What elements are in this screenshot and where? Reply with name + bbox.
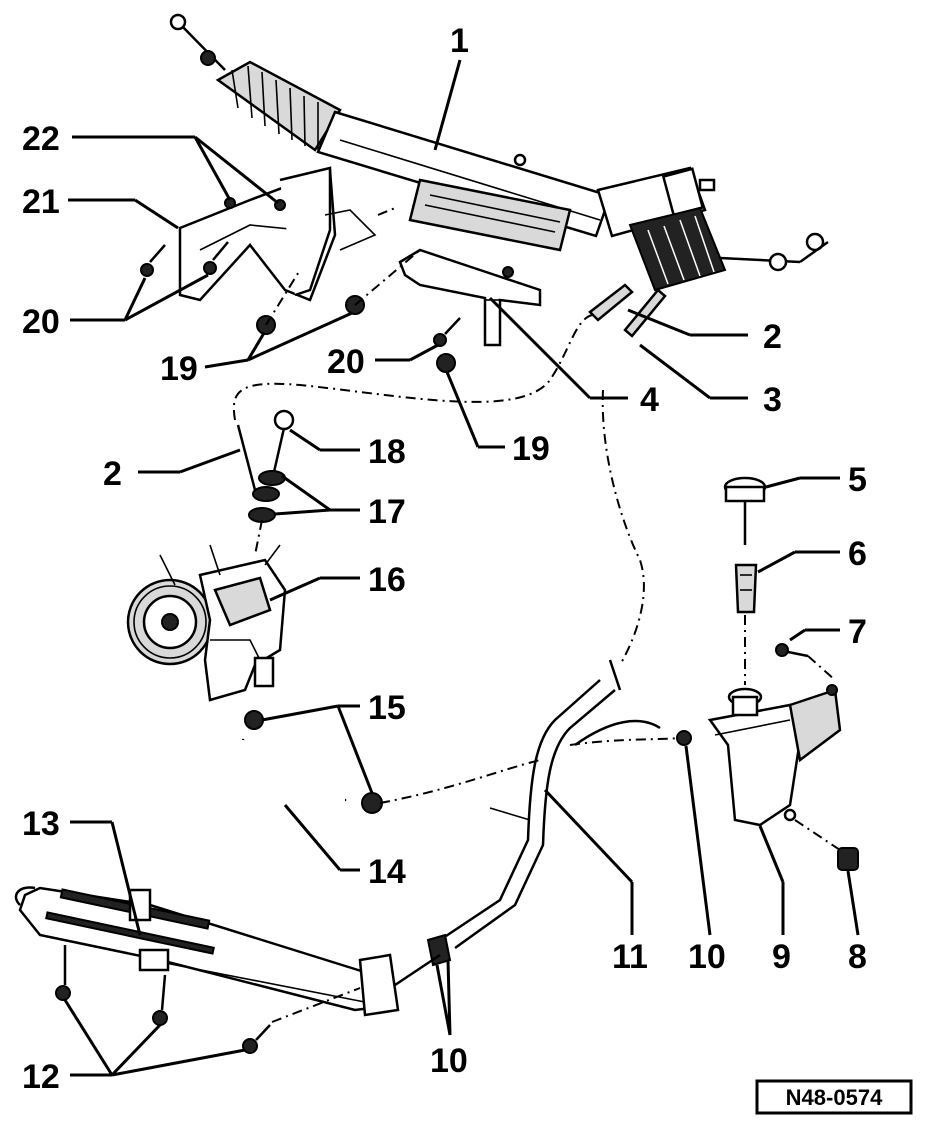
return-hose-14 [238,738,347,802]
callout-13: 13 [22,805,60,843]
seal-17-lower [248,507,276,523]
callout-20-right: 20 [327,343,365,381]
reservoir-cap-5 [723,476,767,545]
callout-7: 7 [848,613,867,651]
callout-1: 1 [450,22,469,60]
callout-17: 17 [368,493,406,531]
clamp-15-upper [244,710,264,730]
callout-14: 14 [368,853,406,891]
bolt-12-mid [152,974,168,1026]
callout-4: 4 [640,381,659,419]
right-boot [628,206,727,292]
nut-19-right [436,353,456,373]
clamp-10-upper [676,730,692,746]
right-mounting-bracket [398,248,542,347]
strainer-6 [734,563,758,614]
power-steering-pump [126,544,287,702]
bolt-12-left [55,945,71,1001]
callout-8: 8 [848,938,867,976]
callout-6: 6 [848,535,867,573]
callout-21: 21 [22,183,60,221]
clamp-10-lower [426,933,452,967]
nut-clamp [502,266,514,278]
callout-11: 11 [612,938,648,976]
rack-pressure-fittings [588,283,667,338]
clamp-15-lower [361,792,383,814]
steering-rack [169,13,829,292]
cooler-13 [14,886,441,1017]
callout-19-left: 19 [160,350,198,388]
reference-code: N48-0574 [786,1085,883,1110]
callout-9: 9 [772,938,791,976]
callout-16: 16 [368,561,406,599]
callout-2-left: 2 [103,455,122,493]
bolt-20-left-upper [140,244,166,277]
leader-lines [63,59,860,1077]
callout-18: 18 [368,433,406,471]
callout-3: 3 [763,381,782,419]
callout-5: 5 [848,461,867,499]
callout-15: 15 [368,689,406,727]
callout-10-upper: 10 [688,938,726,976]
left-boot [215,60,342,152]
callout-10-lower: 10 [430,1042,468,1080]
bolt-7 [775,643,809,658]
callout-12: 12 [22,1058,60,1096]
fluid-reservoir [707,684,842,827]
callout-labels: 1 2 2 3 4 5 6 7 8 9 10 10 11 12 13 14 15… [22,22,867,1096]
callout-22: 22 [22,120,60,158]
reference-code-box: N48-0574 [755,1079,913,1115]
banjo-bolt-18 [272,409,295,473]
callout-20-left: 20 [22,303,60,341]
bolt-12-right [242,1024,271,1054]
bolt-20-right [433,317,461,347]
bolt-20-left-lower [203,241,229,275]
seal-17-upper [258,470,286,486]
plug-8 [837,847,859,871]
callout-2-right: 2 [763,318,782,356]
seal-17-mid [252,486,280,502]
callout-19-right: 19 [512,430,550,468]
hydraulic-lines-11 [439,659,661,950]
left-mounting-bracket [178,166,377,302]
